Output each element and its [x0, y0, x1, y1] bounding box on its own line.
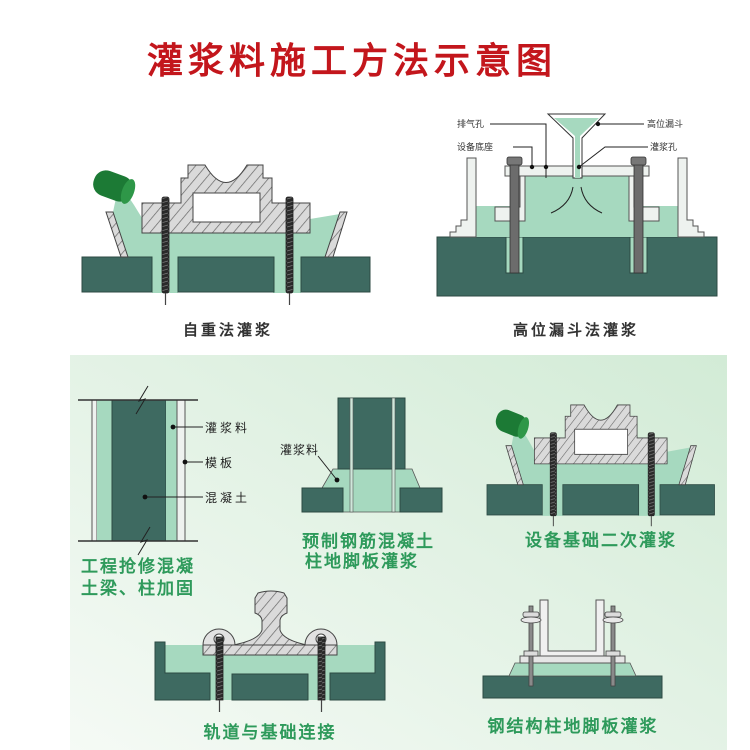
break-symbol-top [135, 385, 149, 415]
foundation-slab [482, 675, 663, 699]
label-grout: 灌浆料 [205, 420, 250, 435]
grout-layer-left [97, 400, 112, 541]
anchor-bolt-right [633, 159, 644, 274]
leader-dot-grout [170, 424, 176, 430]
base-plate [519, 655, 626, 664]
foundation-wall-right [329, 641, 386, 701]
leader-dot-high-funnel [595, 121, 601, 127]
diagram-funnel-grouting: 排气孔 设备底座 高位漏斗 灌浆孔 高位漏斗法灌浆 [436, 113, 718, 339]
label-concrete: 混凝土 [205, 490, 250, 505]
diagram-rail-connection: 轨道与基础连接 [154, 590, 386, 743]
rebar-left [349, 397, 354, 513]
bolt-nut-left-upper [522, 611, 540, 618]
bucket-opening [120, 179, 136, 204]
anchor-bolt-right-head [630, 156, 647, 166]
label-grout: 灌浆料 [280, 442, 319, 457]
funnel-grout [554, 118, 599, 178]
anchor-bolt-left [528, 605, 534, 687]
formwork-right [677, 157, 705, 238]
leader-vent-hole [490, 123, 547, 178]
foundation-block-left [81, 256, 153, 293]
rail-profile [232, 590, 308, 646]
bolt-washer-left [520, 616, 542, 624]
foundation-block-middle [562, 484, 640, 516]
bolt-nut-right-lower [605, 650, 621, 657]
leader-dot-grout-hole [576, 164, 582, 170]
grout-fill [508, 662, 637, 677]
steel-channel-column [539, 599, 605, 657]
leader-dot-vent-hole [543, 164, 549, 170]
leader-equipment-base [513, 146, 533, 167]
foundation-block-left [486, 484, 543, 516]
leader-dot-grout [334, 477, 340, 483]
caption-beam-column-repair-line1: 工程抢修混凝 [81, 556, 195, 577]
leader-dot-concrete [142, 494, 148, 500]
label-high-funnel: 高位漏斗 [647, 118, 683, 130]
bolt-washer-right [602, 616, 624, 624]
grout-layer-right [166, 400, 177, 541]
leader-grout-hole [578, 146, 648, 168]
grout-bucket-icon [93, 170, 136, 204]
break-symbol-bottom [137, 526, 151, 556]
foundation-slab [436, 236, 718, 297]
equipment-base-opening [192, 192, 261, 223]
bucket-opening [517, 417, 530, 439]
caption-rail-connection: 轨道与基础连接 [204, 722, 337, 743]
formwork-right [678, 445, 697, 486]
leader-dot-formwork [182, 459, 188, 465]
foundation-block-right [399, 487, 443, 513]
diagram-steel-column: 钢结构柱地脚板灌浆 [482, 599, 663, 737]
foundation-block-right [659, 484, 715, 516]
anchor-bolt-right [317, 636, 326, 701]
formwork-right [324, 211, 348, 258]
anchor-bolt-right [647, 432, 655, 517]
anchor-bolt-left [509, 159, 520, 274]
diagram-gravity-grouting: 自重法灌浆 [81, 164, 371, 339]
formwork-right [176, 399, 186, 542]
flow-arrow-right [580, 186, 603, 214]
formwork-left [505, 445, 524, 486]
caption-gravity-grouting: 自重法灌浆 [183, 321, 273, 339]
leader-dot-equipment-base [529, 164, 535, 170]
anchor-bolt-right [610, 605, 616, 687]
diagram-beam-column-repair: 灌浆料 模板 混凝土 工程抢修混凝 土梁、柱加固 [78, 385, 250, 599]
formwork-left [105, 211, 129, 258]
equipment-secondary-drawing [486, 404, 715, 527]
concrete-core [111, 399, 167, 542]
anchor-bolt-left [161, 196, 170, 294]
label-grout-hole: 灌浆孔 [650, 141, 677, 153]
foundation-block-middle [177, 256, 275, 293]
foundation-block-right [300, 256, 371, 293]
rebar-right [391, 397, 396, 513]
caption-precast-column-line1: 预制钢筋混凝土 [302, 531, 435, 552]
flow-arrow-left [550, 186, 574, 214]
anchor-bolt-left-head [506, 156, 523, 166]
grout-bucket-icon [495, 409, 530, 439]
label-formwork: 模板 [205, 456, 235, 470]
foundation-wall-left [154, 641, 211, 701]
grout-fill [113, 196, 340, 293]
label-equipment-base: 设备底座 [457, 141, 493, 153]
foundation-block-left [301, 487, 344, 513]
diagram-precast-column: 灌浆料 预制钢筋混凝土 柱地脚板灌浆 [280, 397, 443, 572]
anchor-bolt-right [285, 196, 294, 294]
page-title: 灌浆料施工方法示意图 [147, 41, 557, 82]
bolt-nut-left-lower [523, 650, 539, 657]
anchor-bolt-left [549, 432, 557, 517]
caption-beam-column-repair-line2: 土梁、柱加固 [81, 578, 195, 599]
leader-grout [317, 455, 338, 481]
anchor-bolt-left [215, 636, 224, 701]
foundation-block-middle [231, 673, 309, 701]
caption-precast-column-line2: 柱地脚板灌浆 [305, 551, 419, 572]
caption-equipment-secondary-grouting: 设备基础二次灌浆 [525, 530, 677, 551]
bolt-nut-right-upper [604, 611, 622, 618]
formwork-left [449, 157, 477, 238]
diagram-equipment-secondary-grouting: 设备基础二次灌浆 [486, 404, 715, 551]
caption-steel-column: 钢结构柱地脚板灌浆 [488, 716, 659, 737]
formwork-left [91, 399, 98, 542]
caption-funnel-grouting: 高位漏斗法灌浆 [513, 321, 639, 339]
grout-fill [476, 176, 678, 237]
equipment-base-opening [574, 428, 628, 455]
label-vent-hole: 排气孔 [457, 118, 484, 130]
